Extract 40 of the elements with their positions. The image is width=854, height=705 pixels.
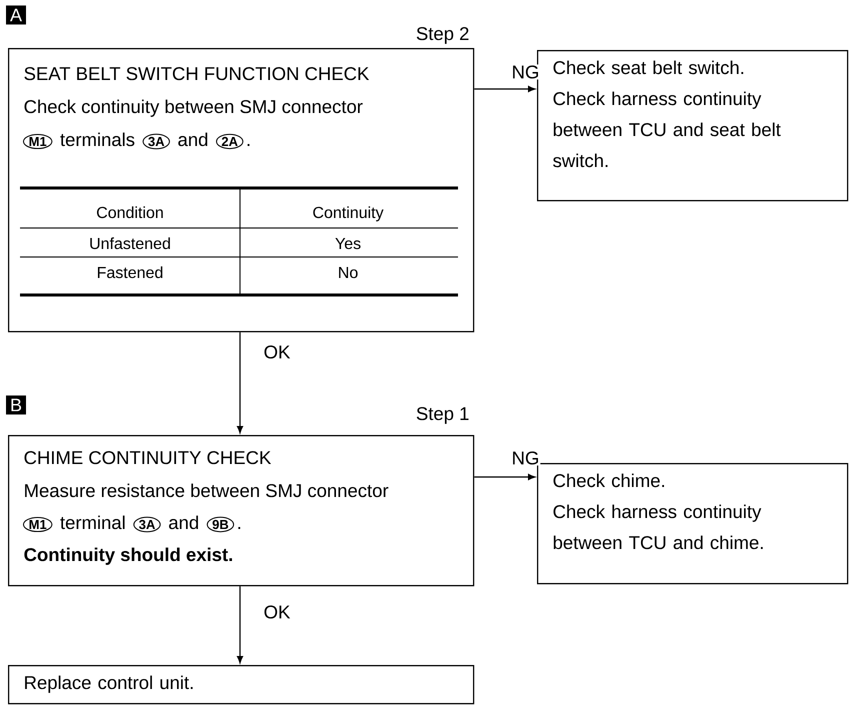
terminal-badge: 9B (206, 516, 234, 532)
edge-label: NG (510, 450, 540, 466)
table-cell: Condition (97, 206, 163, 218)
step-label: Step 1 (416, 407, 468, 424)
instruction-text: Check chime. Check harness continuity between TCU and chime. (554, 474, 763, 550)
edge-label: NG (510, 64, 540, 80)
terminal-badge: 3A (142, 134, 170, 150)
note-text: Continuity should exist. (24, 548, 232, 565)
edge-label: OK (262, 604, 292, 620)
instruction-text: terminal (60, 516, 125, 530)
table-cell: Unfastened (90, 237, 170, 250)
table-cell: Continuity (313, 206, 384, 222)
terminal-badge: M1 (23, 517, 52, 532)
instruction-text: Measure resistance between SMJ connector (25, 484, 388, 498)
arrow (474, 86, 536, 92)
table-cell: No (339, 266, 358, 278)
instruction-text: and (178, 132, 208, 146)
check-box (8, 27, 474, 332)
instruction-text: and (169, 516, 198, 530)
action-box (8, 665, 474, 704)
instruction-text: terminals (60, 132, 134, 146)
arrow (236, 586, 244, 664)
action-box (537, 463, 848, 584)
instruction-text: Check continuity between SMJ connector (24, 100, 363, 117)
arrow (236, 332, 244, 434)
action-box (537, 50, 848, 202)
instruction-text: Replace control unit. (25, 676, 193, 693)
heading-text: SEAT BELT SWITCH FUNCTION CHECK (24, 67, 370, 80)
instruction-text: . (238, 527, 240, 529)
terminal-badge: 2A (216, 134, 244, 150)
table-cell: Fastened (98, 266, 162, 278)
arrow (474, 474, 536, 480)
terminal-badge: M1 (23, 134, 52, 150)
terminal-badge: 3A (133, 516, 161, 532)
edge-label: OK (262, 344, 292, 360)
instruction-text: Check seat belt switch. Check harness continuity between TCU and seat belt switch. (553, 60, 781, 168)
step-label: Step 2 (416, 27, 468, 44)
instruction-text: . (248, 144, 250, 146)
heading-text: CHIME CONTINUITY CHECK (24, 451, 272, 464)
table-cell: Yes (335, 238, 360, 250)
